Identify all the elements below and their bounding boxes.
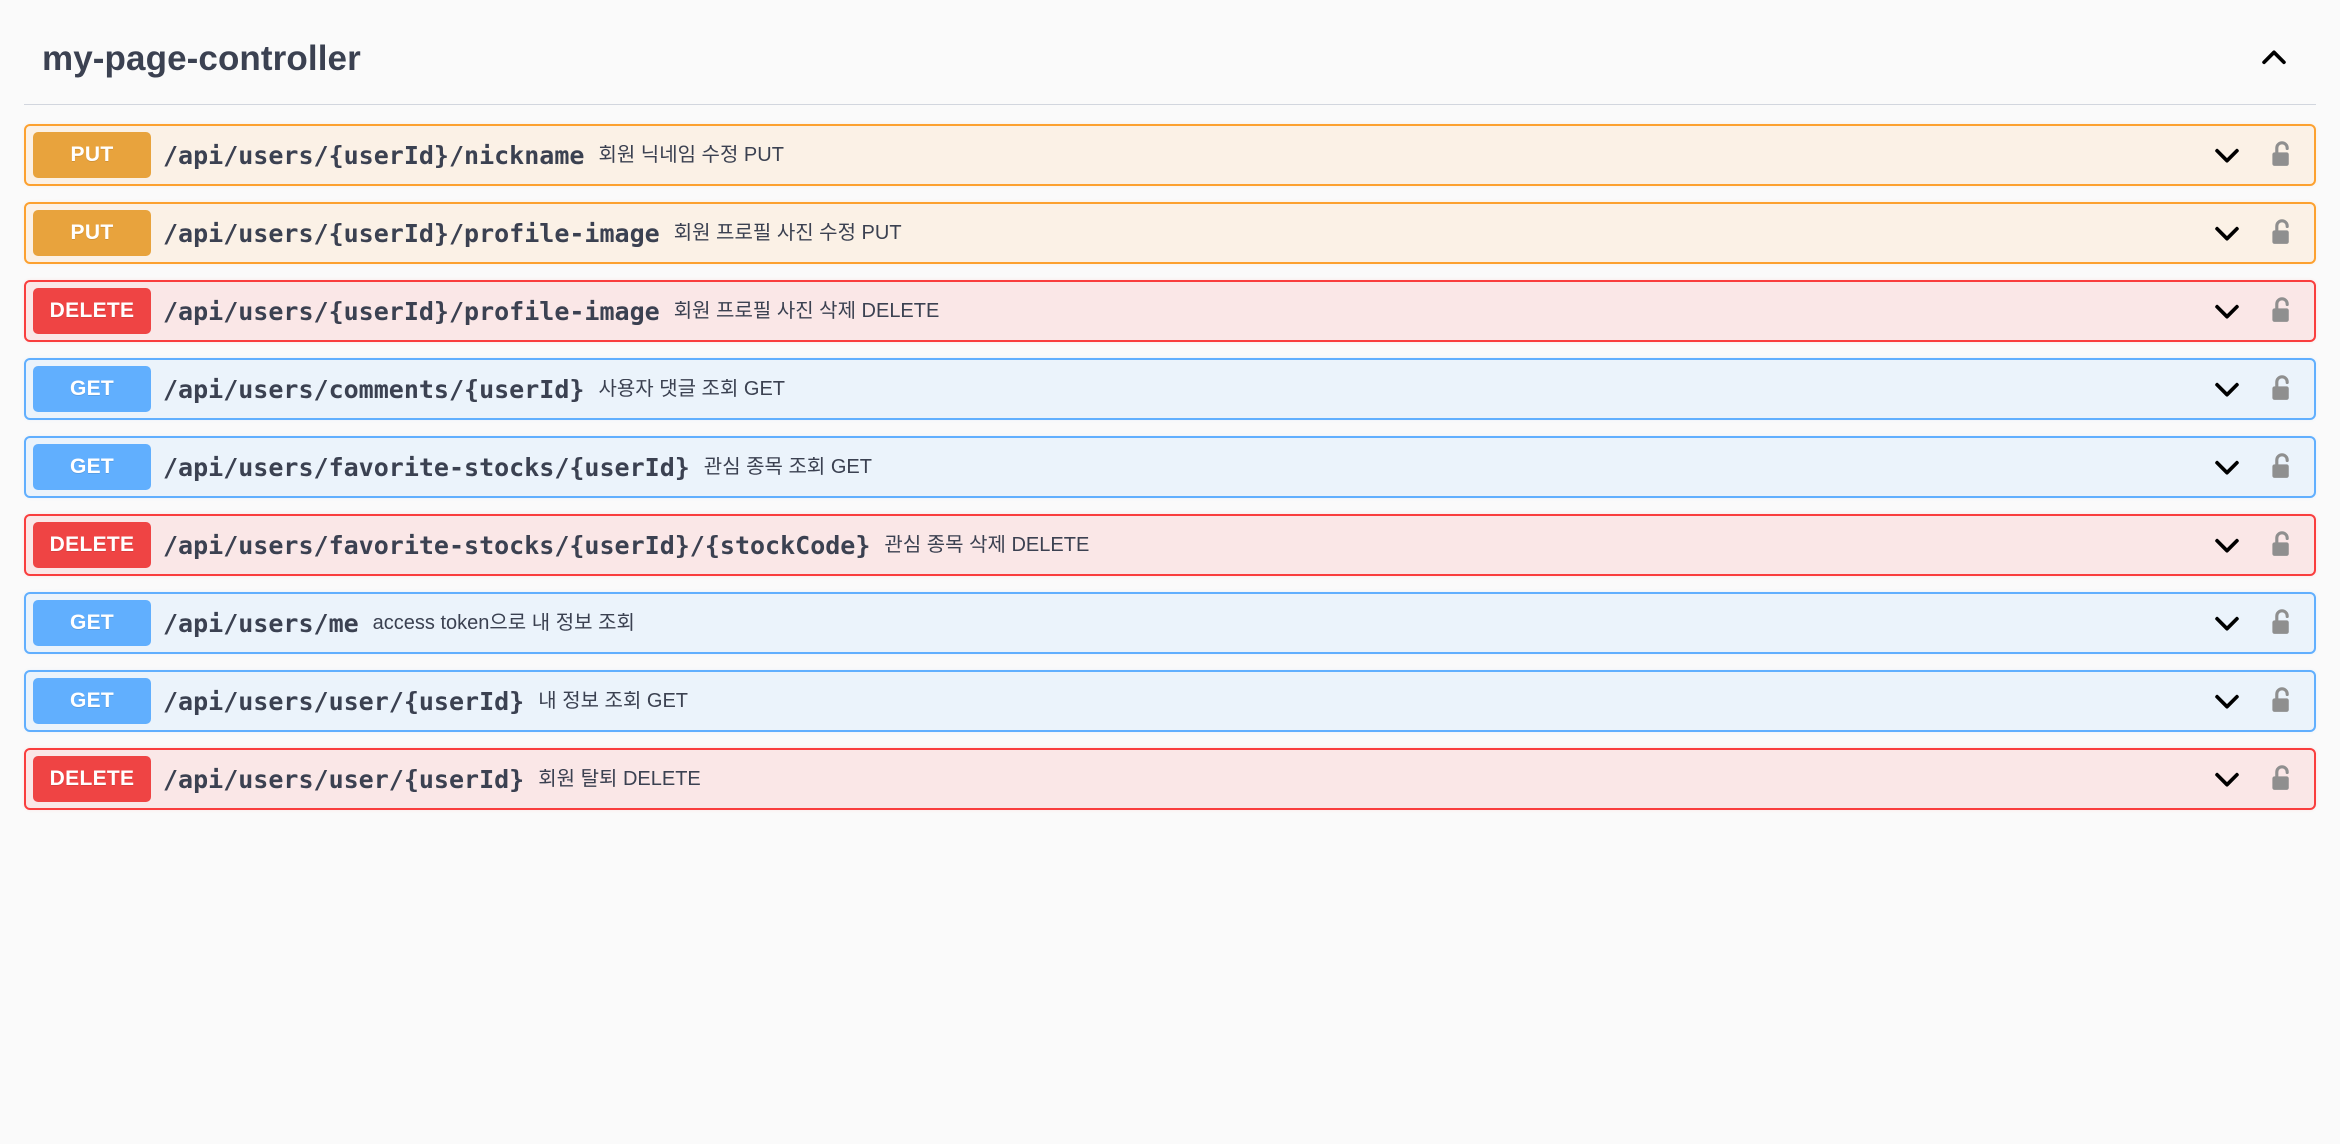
api-tag-section: my-page-controller PUT/api/users/{userId… xyxy=(24,0,2316,810)
operation-row[interactable]: GET/api/users/favorite-stocks/{userId} 관심… xyxy=(24,436,2316,498)
operation-summary: 회원 프로필 사진 수정 PUT xyxy=(673,223,902,243)
operation-controls xyxy=(2210,138,2314,172)
operation-summary: 회원 프로필 사진 삭제 DELETE xyxy=(673,301,940,321)
chevron-down-icon[interactable] xyxy=(2210,294,2244,328)
unlocked-padlock-icon[interactable] xyxy=(2266,606,2298,640)
unlocked-padlock-icon[interactable] xyxy=(2266,762,2298,796)
operation-summary: 회원 탈퇴 DELETE xyxy=(538,769,701,789)
operation-controls xyxy=(2210,762,2314,796)
method-badge: PUT xyxy=(33,210,151,256)
operation-summary: 내 정보 조회 GET xyxy=(538,691,689,711)
operations-list: PUT/api/users/{userId}/nickname 회원 닉네임 수정… xyxy=(24,124,2316,810)
operation-path: /api/users/favorite-stocks/{userId}/{sto… xyxy=(163,530,871,560)
operation-summary: 관심 종목 조회 GET xyxy=(703,457,872,477)
operation-controls xyxy=(2210,216,2314,250)
chevron-down-icon[interactable] xyxy=(2210,762,2244,796)
unlocked-padlock-icon[interactable] xyxy=(2266,528,2298,562)
tag-title: my-page-controller xyxy=(42,38,361,78)
operation-row[interactable]: DELETE/api/users/user/{userId} 회원 탈퇴 DELE… xyxy=(24,748,2316,810)
method-badge: DELETE xyxy=(33,522,151,568)
operation-summary: 관심 종목 삭제 DELETE xyxy=(884,535,1090,555)
operation-row[interactable]: PUT/api/users/{userId}/nickname 회원 닉네임 수정… xyxy=(24,124,2316,186)
operation-controls xyxy=(2210,528,2314,562)
operation-summary: access token으로 내 정보 조회 xyxy=(372,613,635,633)
chevron-down-icon[interactable] xyxy=(2210,528,2244,562)
operation-controls xyxy=(2210,606,2314,640)
operation-controls xyxy=(2210,294,2314,328)
operation-controls xyxy=(2210,372,2314,406)
unlocked-padlock-icon[interactable] xyxy=(2266,450,2298,484)
chevron-down-icon[interactable] xyxy=(2210,372,2244,406)
operation-row[interactable]: DELETE/api/users/{userId}/profile-image 회… xyxy=(24,280,2316,342)
unlocked-padlock-icon[interactable] xyxy=(2266,138,2298,172)
method-badge: GET xyxy=(33,600,151,646)
method-badge: PUT xyxy=(33,132,151,178)
chevron-down-icon[interactable] xyxy=(2210,606,2244,640)
chevron-down-icon[interactable] xyxy=(2210,450,2244,484)
operation-row[interactable]: GET/api/users/user/{userId} 내 정보 조회 GET xyxy=(24,670,2316,732)
unlocked-padlock-icon[interactable] xyxy=(2266,216,2298,250)
operation-path: /api/users/me xyxy=(163,608,359,638)
operation-row[interactable]: GET/api/users/comments/{userId} 사용자 댓글 조회… xyxy=(24,358,2316,420)
operation-path: /api/users/favorite-stocks/{userId} xyxy=(163,452,690,482)
unlocked-padlock-icon[interactable] xyxy=(2266,372,2298,406)
chevron-down-icon[interactable] xyxy=(2210,216,2244,250)
method-badge: GET xyxy=(33,678,151,724)
operation-path: /api/users/comments/{userId} xyxy=(163,374,585,404)
operation-controls xyxy=(2210,684,2314,718)
chevron-down-icon[interactable] xyxy=(2210,684,2244,718)
unlocked-padlock-icon[interactable] xyxy=(2266,684,2298,718)
operation-path: /api/users/user/{userId} xyxy=(163,686,525,716)
tag-header-my-page-controller[interactable]: my-page-controller xyxy=(24,38,2316,105)
operation-row[interactable]: GET/api/users/me access token으로 내 정보 조회 xyxy=(24,592,2316,654)
method-badge: DELETE xyxy=(33,756,151,802)
operation-controls xyxy=(2210,450,2314,484)
operation-row[interactable]: PUT/api/users/{userId}/profile-image 회원 프… xyxy=(24,202,2316,264)
method-badge: GET xyxy=(33,366,151,412)
chevron-up-icon[interactable] xyxy=(2254,38,2294,78)
operation-row[interactable]: DELETE/api/users/favorite-stocks/{userId… xyxy=(24,514,2316,576)
method-badge: DELETE xyxy=(33,288,151,334)
operation-summary: 사용자 댓글 조회 GET xyxy=(598,379,786,399)
operation-summary: 회원 닉네임 수정 PUT xyxy=(598,145,784,165)
unlocked-padlock-icon[interactable] xyxy=(2266,294,2298,328)
method-badge: GET xyxy=(33,444,151,490)
operation-path: /api/users/{userId}/profile-image xyxy=(163,296,660,326)
operation-path: /api/users/{userId}/profile-image xyxy=(163,218,660,248)
operation-path: /api/users/{userId}/nickname xyxy=(163,140,585,170)
operation-path: /api/users/user/{userId} xyxy=(163,764,525,794)
chevron-down-icon[interactable] xyxy=(2210,138,2244,172)
